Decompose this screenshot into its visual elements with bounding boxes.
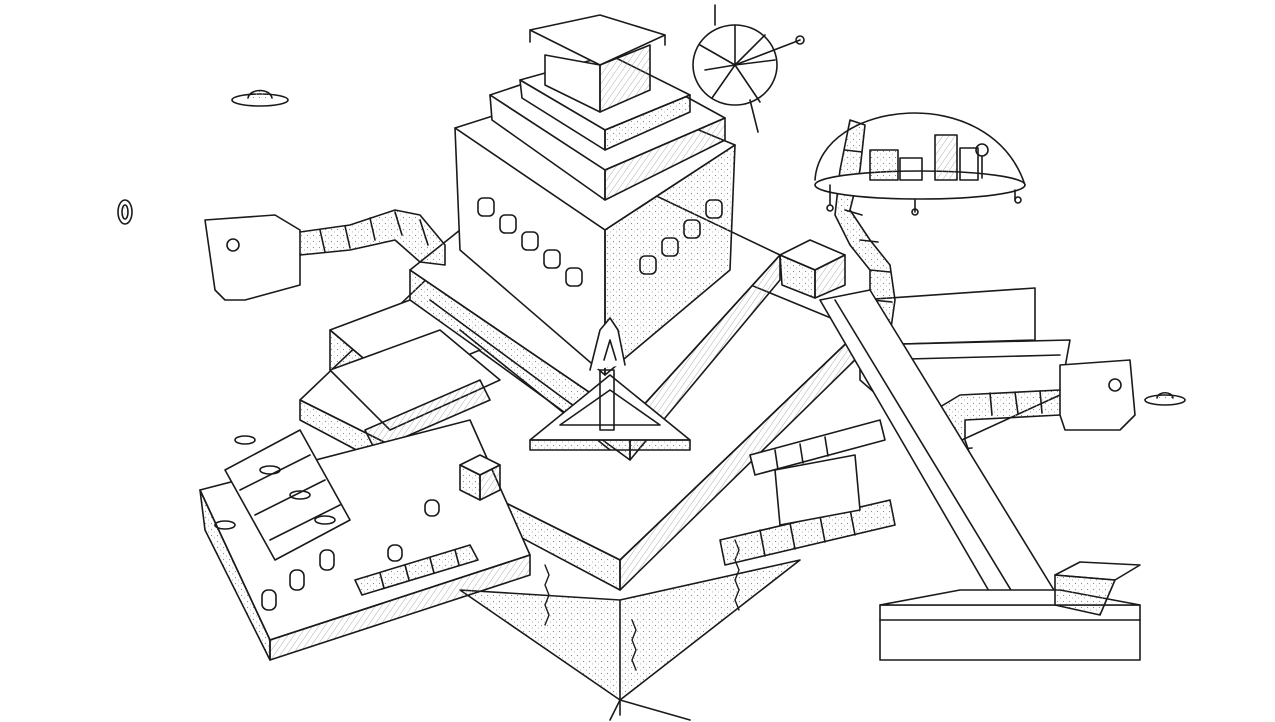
right-small-cube [780, 240, 845, 298]
window-band-right [640, 200, 722, 274]
left-arm-tube [205, 210, 445, 300]
left-small-cube [460, 455, 500, 500]
left-platform [200, 420, 530, 660]
left-ramp [330, 300, 500, 450]
satellite-dish [693, 5, 804, 132]
entrance-monument [530, 370, 690, 450]
flying-saucer-2 [118, 200, 132, 224]
flying-saucer-3 [1145, 393, 1185, 405]
top-block [530, 15, 665, 112]
lower-right-tube [720, 420, 895, 565]
window-band-left [478, 198, 582, 286]
flying-saucer-1 [232, 91, 288, 107]
dome-city [815, 113, 1025, 215]
lower-right-slab [880, 562, 1140, 660]
